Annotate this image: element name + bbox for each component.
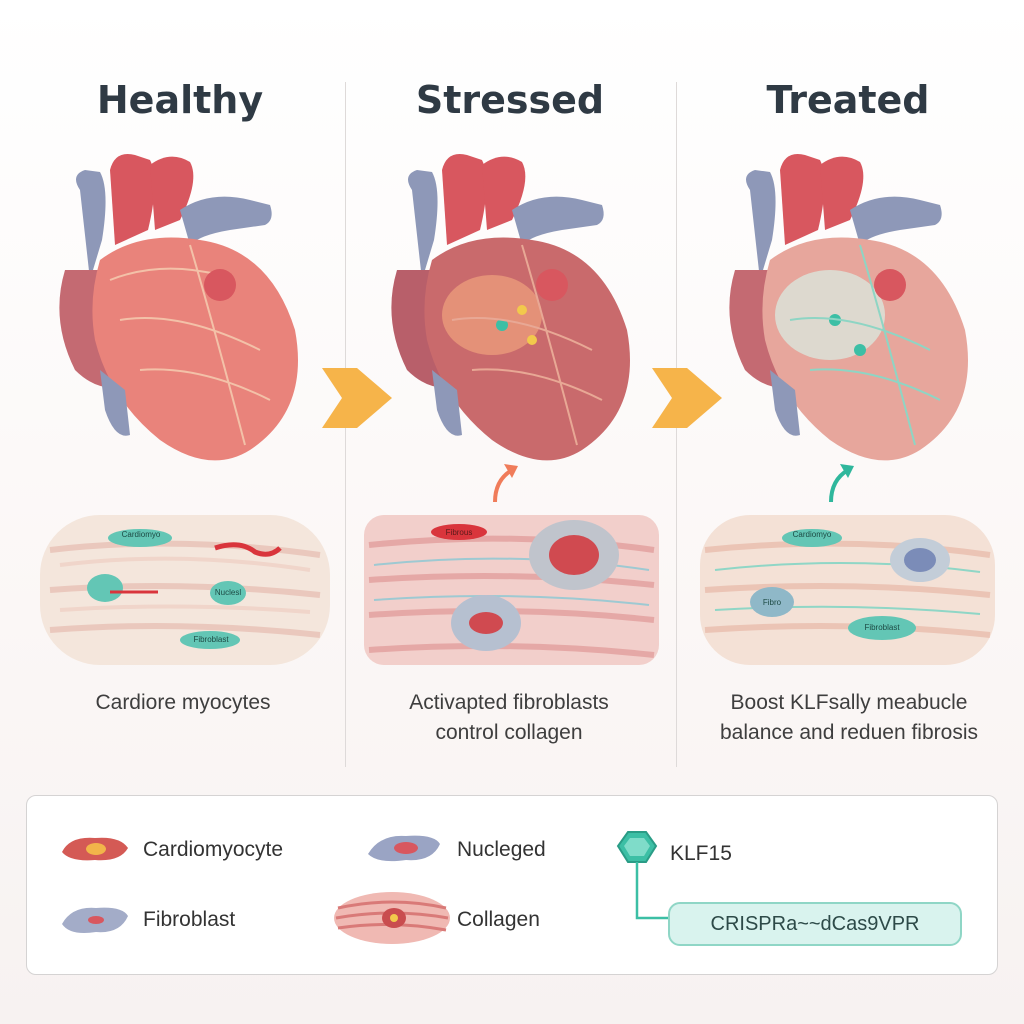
arrow-right-1 bbox=[322, 368, 392, 428]
caption-treated: Boost KLFsally meabucle balance and redu… bbox=[694, 688, 1004, 748]
panel-title-stressed: Stressed bbox=[415, 78, 605, 122]
tissue-label-fibro-treated: Fibro bbox=[762, 598, 782, 607]
tissue-label-fibrous: Fibrous bbox=[445, 528, 473, 537]
caption-stressed: Activapted fibroblasts control collagen bbox=[354, 688, 664, 748]
tissue-label-cardiomyo: Cardiomyo bbox=[121, 530, 161, 539]
legend-label-klf15: KLF15 bbox=[670, 842, 732, 865]
tissue-label-fibroblast-healthy: Fibroblast bbox=[193, 635, 229, 644]
klf15-icon bbox=[616, 831, 670, 920]
curved-arrow-orange bbox=[493, 464, 518, 503]
cardiomyocyte-icon bbox=[62, 837, 128, 861]
fibroblast-icon bbox=[62, 907, 128, 933]
legend-label-nucleged: Nucleged bbox=[457, 838, 546, 861]
legend-label-collagen: Collagen bbox=[457, 908, 540, 931]
caption-treated-line-2: balance and reduen fibrosis bbox=[719, 721, 978, 744]
legend-label-fibroblast: Fibroblast bbox=[143, 908, 236, 931]
legend-label-cardiomyocyte: Cardiomyocyte bbox=[143, 838, 284, 861]
arrow-right-2 bbox=[652, 368, 722, 428]
nucleus-icon bbox=[368, 835, 440, 862]
heart-treated bbox=[729, 154, 968, 461]
caption-stressed-line-2: control collagen bbox=[435, 721, 583, 744]
legend-box bbox=[26, 795, 998, 975]
caption-healthy: Cardiore myocytes bbox=[28, 688, 338, 718]
caption-healthy-line-1: Cardiore myocytes bbox=[95, 691, 271, 714]
tissue-healthy bbox=[40, 515, 330, 665]
tissue-treated bbox=[700, 515, 995, 665]
panel-title-treated: Treated bbox=[766, 78, 930, 122]
tissue-label-fibroblast-treated: Fibroblast bbox=[864, 623, 900, 632]
crispr-label: CRISPRa~~dCas9VPR bbox=[668, 902, 962, 946]
caption-treated-line-1: Boost KLFsally meabucle bbox=[730, 691, 968, 714]
tissue-label-nuclesl: Nuclesl bbox=[214, 588, 242, 597]
heart-healthy bbox=[59, 154, 298, 461]
curved-arrow-teal bbox=[829, 464, 854, 503]
collagen-icon bbox=[334, 892, 450, 944]
panel-title-healthy: Healthy bbox=[96, 78, 264, 122]
heart-stressed bbox=[391, 154, 630, 461]
tissue-label-cardiomyo-treated: Cardiomyo bbox=[792, 530, 832, 539]
caption-stressed-line-1: Activapted fibroblasts bbox=[409, 691, 609, 714]
tissue-stressed bbox=[364, 515, 659, 665]
